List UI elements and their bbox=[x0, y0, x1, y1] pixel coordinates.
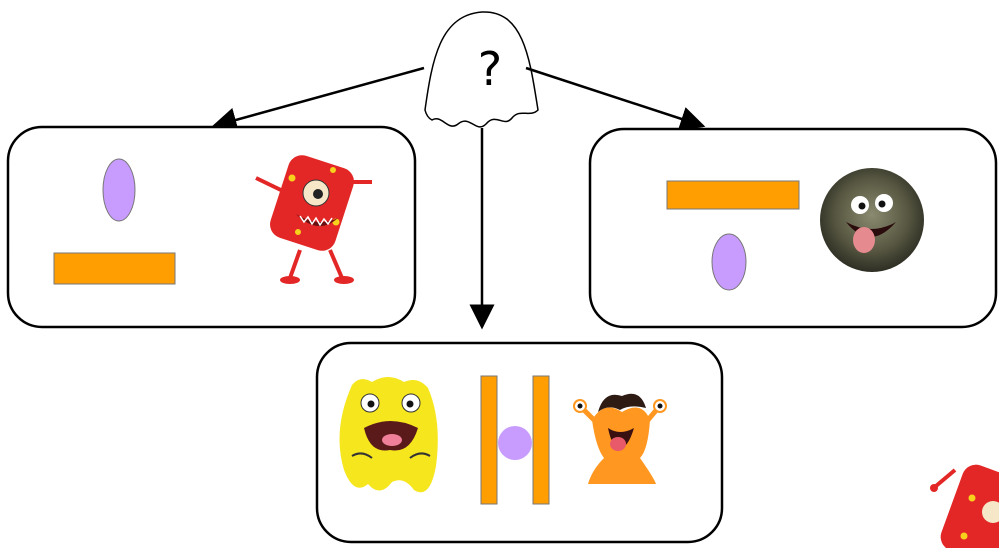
gray-furball-monster-icon bbox=[820, 168, 924, 272]
purple-oval bbox=[711, 233, 747, 291]
arrow-to-right-panel bbox=[525, 66, 706, 131]
orange-bar bbox=[666, 180, 800, 210]
panel-left bbox=[6, 125, 417, 329]
ghost-icon: ? bbox=[424, 11, 539, 128]
ghost-question-mark: ? bbox=[478, 42, 502, 96]
red-one-eyed-monster-fragment-icon bbox=[930, 464, 999, 548]
orange-vertical-bar bbox=[532, 375, 550, 505]
purple-circle bbox=[498, 426, 532, 460]
arrow-to-left-panel bbox=[211, 66, 425, 133]
yellow-furry-monster-icon bbox=[339, 377, 438, 493]
red-one-eyed-monster-icon bbox=[255, 155, 372, 284]
panel-left-frame bbox=[6, 125, 417, 329]
panel-right-frame bbox=[588, 127, 998, 329]
panel-right bbox=[588, 127, 998, 329]
orange-vertical-bar bbox=[480, 375, 498, 505]
orange-bar bbox=[53, 252, 176, 285]
panel-center bbox=[315, 341, 724, 544]
purple-oval bbox=[102, 158, 136, 222]
orange-tongue-monster-icon bbox=[573, 393, 667, 484]
